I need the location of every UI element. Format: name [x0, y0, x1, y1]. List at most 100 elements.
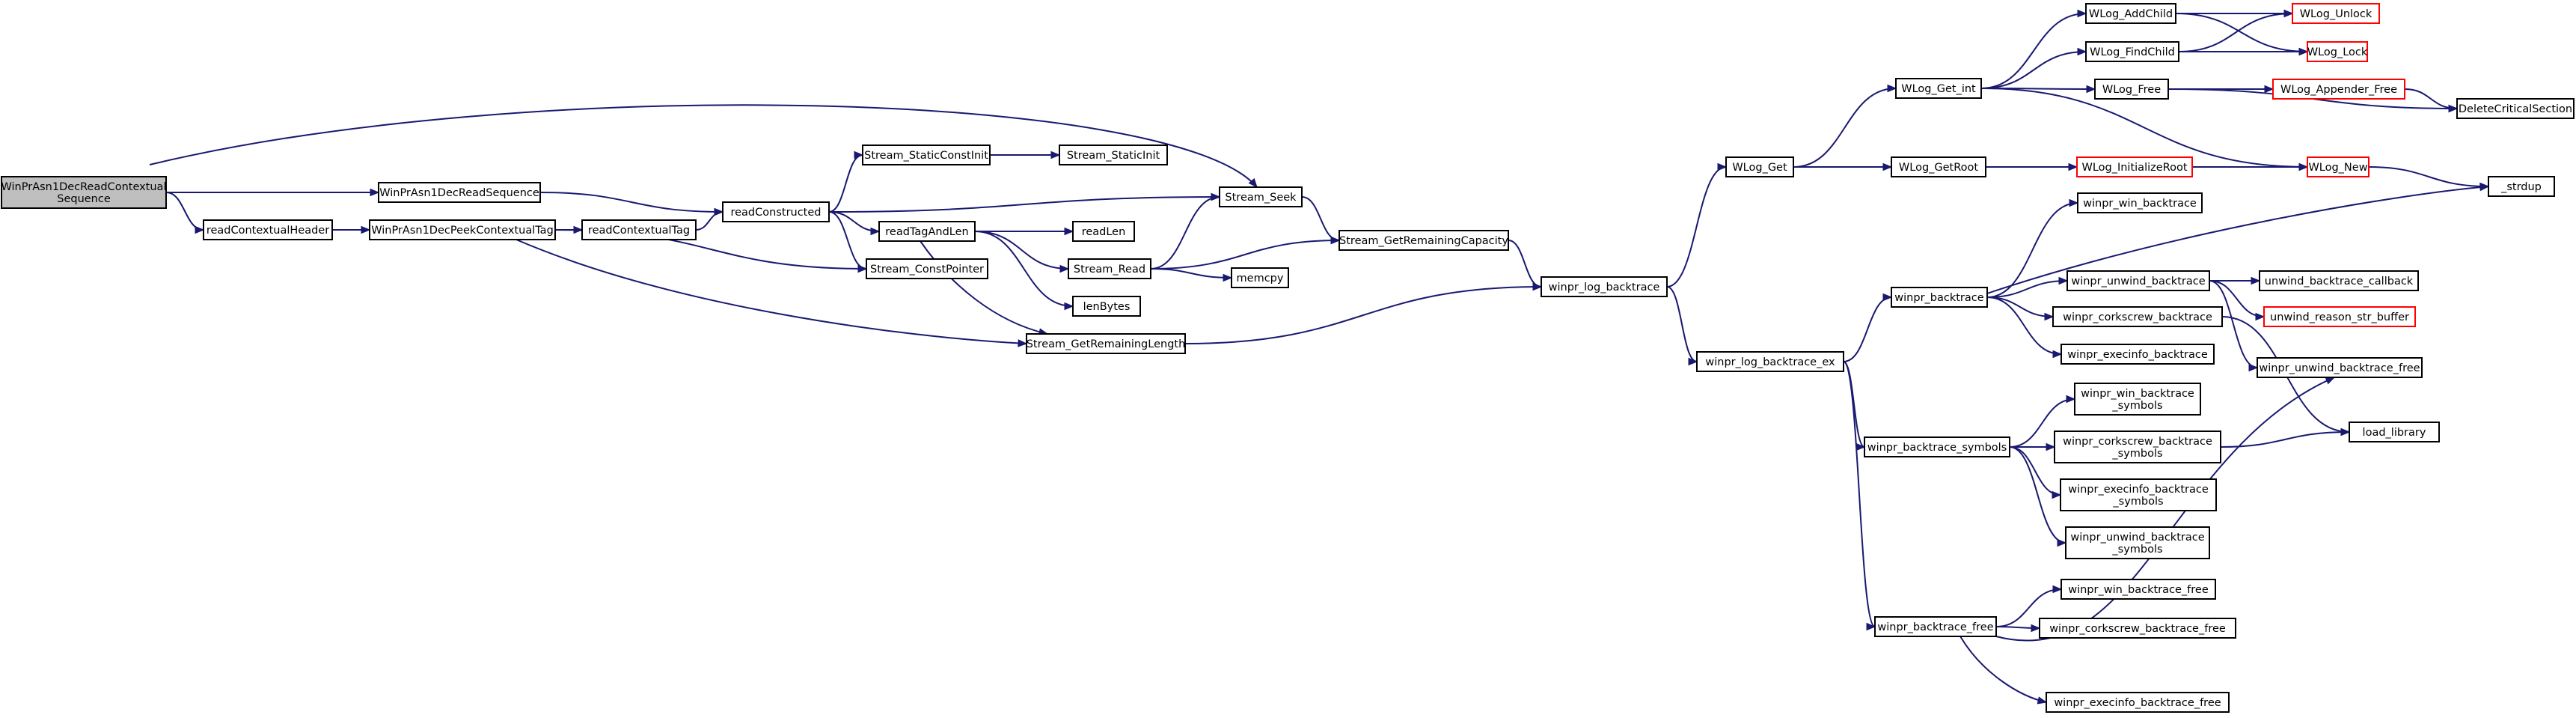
- edge-readTagAndLen-to-lenBytes: [974, 231, 1074, 311]
- node-execinfoBacktrace[interactable]: winpr_execinfo_backtrace: [2061, 344, 2215, 365]
- edge-readCtxHdr-to-peekCtxTag: [331, 225, 371, 234]
- node-box: [2456, 98, 2575, 119]
- edge-readCtxTag-to-readConstructed: [695, 207, 724, 231]
- node-winBacktrace[interactable]: winpr_win_backtrace: [2077, 192, 2203, 213]
- node-box: [2257, 357, 2423, 378]
- node-seek[interactable]: Stream_Seek: [1219, 186, 1303, 207]
- node-box: [2066, 270, 2210, 291]
- node-readCtxTag[interactable]: readContextualTag: [581, 219, 697, 240]
- node-label: _symbols: [2112, 496, 2163, 508]
- node-box: [2307, 156, 2370, 177]
- node-wlogInitRoot[interactable]: WLog_InitializeRoot: [2076, 156, 2193, 177]
- node-label: Stream_StaticInit: [1067, 150, 1160, 162]
- node-label: Stream_StaticConstInit: [864, 150, 988, 162]
- edge-wlogGetInt-to-wlogFindChild: [1980, 47, 2087, 89]
- node-logBacktrace[interactable]: winpr_log_backtrace: [1541, 276, 1668, 297]
- node-deleteCS[interactable]: DeleteCriticalSection: [2456, 98, 2575, 119]
- node-wlogGetRoot[interactable]: WLog_GetRoot: [1891, 156, 1986, 177]
- node-box: [2077, 192, 2203, 213]
- node-wlogUnlock[interactable]: WLog_Unlock: [2292, 3, 2380, 24]
- node-box: [1339, 230, 1509, 251]
- node-remLength[interactable]: Stream_GetRemainingLength: [1026, 333, 1186, 354]
- node-unwindBacktraceFree[interactable]: winpr_unwind_backtrace_free: [2257, 357, 2423, 378]
- node-wlogAddChild[interactable]: WLog_AddChild: [2085, 3, 2176, 24]
- node-box: [862, 144, 991, 165]
- edge-root-to-readCtxHdr: [165, 192, 205, 234]
- node-wlogGetInt[interactable]: WLog_Get_int: [1895, 78, 1982, 99]
- node-wlogNew[interactable]: WLog_New: [2307, 156, 2370, 177]
- node-execinfoSymbols[interactable]: winpr_execinfo_backtrace_symbols: [2060, 478, 2217, 511]
- node-staticInit[interactable]: Stream_StaticInit: [1059, 144, 1168, 165]
- edge-wlogNew-to-strdup: [2368, 166, 2490, 191]
- node-readSeq[interactable]: WinPrAsn1DecReadSequence: [378, 182, 541, 203]
- edge-readTagAndLen-to-streamRead: [974, 231, 1070, 273]
- node-winBacktraceSymbols[interactable]: winpr_win_backtrace_symbols: [2074, 383, 2201, 416]
- node-box: [1874, 616, 1997, 637]
- node-box: [1072, 221, 1135, 242]
- edge-unwindBacktrace-to-unwindBacktraceFree: [2209, 280, 2259, 372]
- edge-peekCtxTag-to-remLength: [515, 239, 1028, 347]
- node-box: [2061, 579, 2216, 600]
- node-box: [1696, 351, 1844, 372]
- node-label: winpr_backtrace: [1894, 292, 1983, 304]
- node-wlogAppenderFree[interactable]: WLog_Appender_Free: [2272, 79, 2405, 100]
- node-corkscrewBacktrace[interactable]: winpr_corkscrew_backtrace: [2052, 306, 2223, 327]
- node-box: [2085, 41, 2179, 62]
- node-readLen[interactable]: readLen: [1072, 221, 1135, 242]
- node-readConstructed[interactable]: readConstructed: [722, 201, 830, 222]
- node-label: WLog_GetRoot: [1899, 162, 1978, 174]
- node-label: WLog_FindChild: [2090, 46, 2175, 58]
- node-corkscrewSymbols[interactable]: winpr_corkscrew_backtrace_symbols: [2054, 431, 2221, 463]
- node-box: [2052, 306, 2223, 327]
- node-constPointer[interactable]: Stream_ConstPointer: [866, 258, 988, 279]
- node-peekCtxTag[interactable]: WinPrAsn1DecPeekContextualTag: [369, 219, 556, 240]
- node-memcpy[interactable]: memcpy: [1231, 267, 1289, 288]
- node-wlogLock[interactable]: WLog_Lock: [2307, 41, 2368, 62]
- node-logBacktraceEx[interactable]: winpr_log_backtrace_ex: [1696, 351, 1844, 372]
- node-box: [2065, 526, 2210, 559]
- node-label: _symbols: [2111, 448, 2162, 460]
- node-label: WLog_AddChild: [2089, 8, 2173, 20]
- node-staticConstInit[interactable]: Stream_StaticConstInit: [862, 144, 991, 165]
- node-box: [1, 176, 167, 209]
- node-box: [2094, 79, 2169, 100]
- node-unwindCallback[interactable]: unwind_backtrace_callback: [2259, 270, 2419, 291]
- node-label: winpr_execinfo_backtrace_free: [2054, 697, 2221, 709]
- node-label: WLog_Unlock: [2300, 8, 2372, 20]
- node-backtrace[interactable]: winpr_backtrace: [1891, 287, 1988, 308]
- node-unwindReasonStr[interactable]: unwind_reason_str_buffer: [2263, 306, 2416, 327]
- node-label: winpr_execinfo_backtrace: [2068, 484, 2209, 496]
- node-streamRead[interactable]: Stream_Read: [1068, 258, 1151, 279]
- edge-wlogGetRoot-to-wlogInitRoot: [1986, 162, 2078, 171]
- edge-unwindBacktrace-to-unwindReasonStr: [2209, 280, 2266, 321]
- node-backtraceFree[interactable]: winpr_backtrace_free: [1874, 616, 1997, 637]
- edge-wlogGet-to-wlogGetRoot: [1793, 162, 1893, 171]
- node-label: WinPrAsn1DecReadContextual: [1, 181, 167, 193]
- node-unwindBacktrace[interactable]: winpr_unwind_backtrace: [2066, 270, 2210, 291]
- node-strdup[interactable]: _strdup: [2488, 176, 2555, 197]
- node-label: lenBytes: [1083, 301, 1131, 313]
- node-readTagAndLen[interactable]: readTagAndLen: [878, 221, 976, 242]
- node-box: [1219, 186, 1303, 207]
- node-remCapacity[interactable]: Stream_GetRemainingCapacity: [1339, 230, 1509, 251]
- node-execinfoFree[interactable]: winpr_execinfo_backtrace_free: [2046, 692, 2230, 713]
- node-wlogGet[interactable]: WLog_Get: [1725, 156, 1794, 177]
- node-box: [2074, 383, 2201, 416]
- node-box: [722, 201, 830, 222]
- edge-backtrace-to-winBacktrace: [1986, 198, 2079, 298]
- node-readCtxHdr[interactable]: readContextualHeader: [203, 219, 333, 240]
- node-label: winpr_win_backtrace_free: [2068, 584, 2209, 596]
- node-label: winpr_win_backtrace: [2081, 388, 2194, 400]
- node-label: readContextualTag: [588, 225, 690, 237]
- node-loadLibrary[interactable]: load_library: [2349, 422, 2440, 442]
- edge-staticConstInit-to-staticInit: [989, 150, 1061, 159]
- node-wlogFindChild[interactable]: WLog_FindChild: [2085, 41, 2179, 62]
- node-lenBytes[interactable]: lenBytes: [1072, 296, 1141, 317]
- node-corkscrewFree[interactable]: winpr_corkscrew_backtrace_free: [2039, 618, 2236, 639]
- node-wlogFree[interactable]: WLog_Free: [2094, 79, 2169, 100]
- node-backtraceSymbols[interactable]: winpr_backtrace_symbols: [1864, 436, 2010, 457]
- node-unwindSymbols[interactable]: winpr_unwind_backtrace_symbols: [2065, 526, 2210, 559]
- node-label: DeleteCriticalSection: [2459, 103, 2572, 115]
- node-winBacktraceFree[interactable]: winpr_win_backtrace_free: [2061, 579, 2216, 600]
